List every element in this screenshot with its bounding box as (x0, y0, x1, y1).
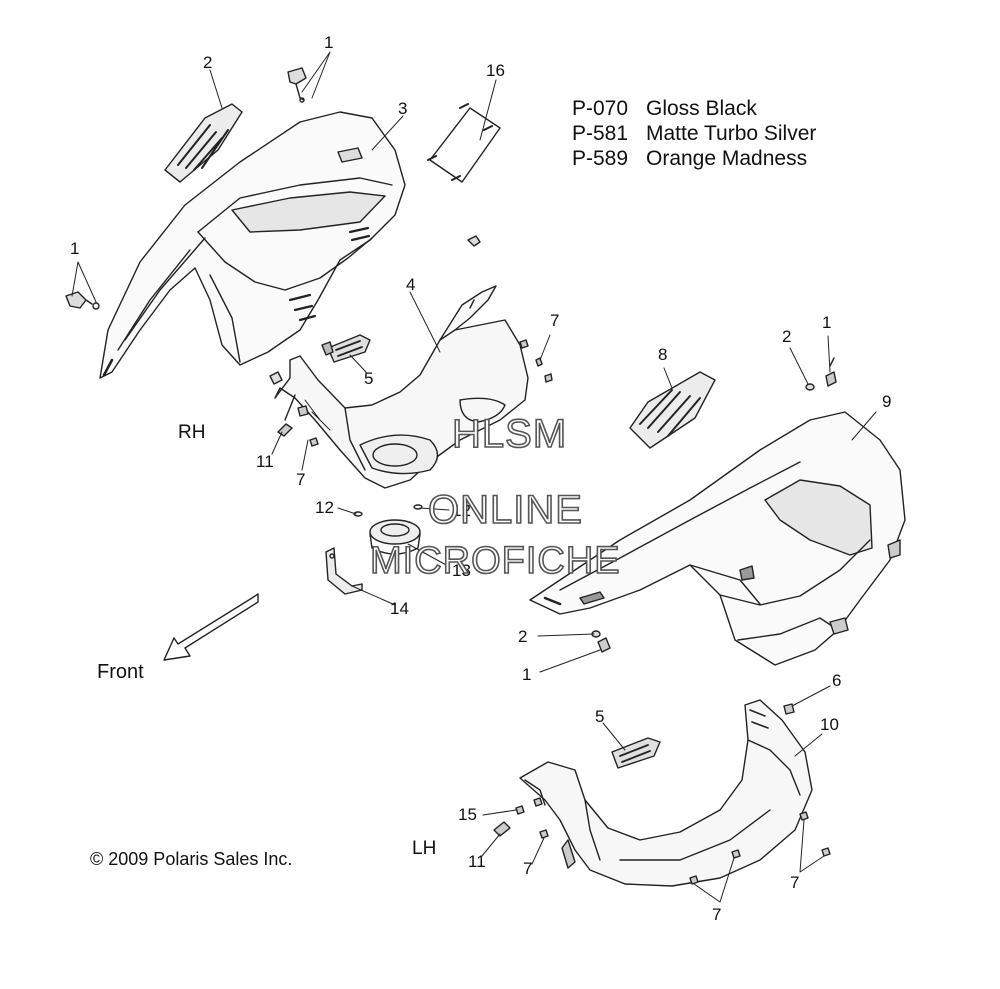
callout-7: 7 (523, 859, 533, 878)
part-11-upper-clip (277, 423, 293, 437)
part-13-grommet (369, 519, 421, 555)
front-direction-arrow (163, 593, 259, 661)
callout-7: 7 (296, 470, 306, 489)
part-1-fastener-top (287, 67, 307, 103)
legend-code: P-070 (572, 97, 629, 120)
part-8-lh-vent (629, 371, 716, 449)
part-4-rh-lower-panel (269, 235, 529, 489)
callout-12: 12 (315, 498, 334, 517)
legend-color-name: Gloss Black (646, 97, 757, 120)
legend-code: P-581 (572, 122, 629, 145)
callout-11: 11 (256, 452, 274, 471)
callout-7: 7 (550, 311, 560, 330)
callout-7: 7 (790, 873, 800, 892)
callout-2: 2 (782, 327, 792, 346)
legend-code: P-589 (572, 147, 629, 170)
callout-14: 14 (390, 599, 409, 618)
callout-5: 5 (595, 707, 605, 726)
callout-1: 1 (324, 33, 334, 52)
callout-1: 1 (522, 665, 532, 684)
callout-8: 8 (658, 345, 668, 364)
part-3-rh-side-panel (99, 111, 406, 379)
callout-3: 3 (398, 99, 408, 118)
part-7-fasteners-rh (297, 339, 553, 447)
legend-row: P-070 Gloss Black (572, 98, 757, 119)
callout-9: 9 (882, 392, 892, 411)
part-9-lh-side-panel (529, 411, 906, 666)
callout-5: 5 (364, 369, 374, 388)
part-14-bracket (325, 547, 363, 595)
part-2-upper-vent (164, 103, 243, 183)
legend-row: P-581 Matte Turbo Silver (572, 123, 816, 144)
callout-1: 1 (822, 313, 832, 332)
lh-side-label: LH (412, 838, 437, 859)
watermark-line: ONLINE (427, 488, 583, 532)
callout-2: 2 (203, 53, 213, 72)
part-10-lh-lower-panel (519, 699, 813, 887)
callout-15: 15 (458, 805, 477, 824)
callout-11: 11 (468, 852, 486, 871)
part-5-lower-vent (611, 737, 661, 769)
callout-2: 2 (518, 627, 528, 646)
callout-12: 12 (452, 501, 471, 520)
watermark-line: MICROFICHE (369, 540, 621, 582)
callout-10: 10 (820, 715, 839, 734)
part-7-11-15-fasteners-lh (493, 797, 831, 885)
part-1-2-fasteners-lh (591, 357, 837, 653)
callout-6: 6 (832, 671, 842, 690)
part-16-decal (427, 103, 501, 183)
leader-lines (71, 51, 877, 903)
copyright-notice: © 2009 Polaris Sales Inc. (90, 849, 293, 869)
callout-4: 4 (406, 275, 416, 294)
callout-13: 13 (452, 561, 471, 580)
watermark-line: HLSM (451, 412, 568, 456)
legend-color-name: Matte Turbo Silver (646, 122, 817, 145)
legend-row: P-589 Orange Madness (572, 148, 807, 169)
rh-side-label: RH (178, 422, 206, 443)
legend-color-name: Orange Madness (646, 147, 808, 170)
callout-7: 7 (712, 905, 722, 924)
callout-1: 1 (70, 239, 80, 258)
part-5-upper-vent (321, 334, 371, 363)
part-1-fastener-left (65, 291, 100, 310)
front-label: Front (97, 661, 144, 683)
callout-16: 16 (486, 61, 505, 80)
part-12-washers (353, 504, 423, 517)
